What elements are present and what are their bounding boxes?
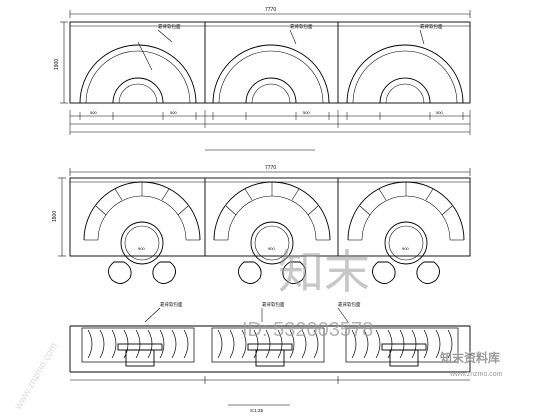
plan-a-width: 7770 <box>265 7 276 13</box>
plan-b-frame <box>69 177 471 257</box>
plan-b: 7770 1900 900 900 <box>52 165 471 284</box>
watermark-id: ID: 532003578 <box>242 319 373 341</box>
plan-a-dim-2: 500 <box>170 110 177 115</box>
watermark-side-text: www.znzmo.com <box>13 341 61 412</box>
elevation-scale: S:1:25 <box>250 408 264 413</box>
plan-a-label-3: 靠背软包面 <box>420 23 443 30</box>
plan-a-label-1: 靠背软包面 <box>158 23 181 30</box>
plan-a-label-2: 靠背软包面 <box>290 23 313 30</box>
plan-a: 7770 1900 靠背软包面 靠背软包面 靠背软包面 <box>54 7 471 135</box>
plan-a-height: 1900 <box>54 59 60 70</box>
elev-label-2: 靠背软包面 <box>262 301 285 308</box>
plan-b-width: 7770 <box>265 165 276 171</box>
plan-a-frame <box>69 21 471 104</box>
plan-b-table-1: 900 <box>138 246 145 251</box>
plan-a-dim-3: 500 <box>303 110 310 115</box>
plan-a-dim-4: 500 <box>436 110 443 115</box>
elevation: 靠背软包面 靠背软包面 靠背软包面 S:1:25 <box>69 301 471 413</box>
plan-a-dim-1: 500 <box>90 110 97 115</box>
plan-b-table-2: 900 <box>268 246 275 251</box>
watermark-brand-big: 知末 <box>278 246 370 298</box>
elev-label-1: 靠背软包面 <box>160 301 183 308</box>
watermark-url: www.znzmo.com <box>449 371 503 378</box>
plan-b-height: 1900 <box>52 211 58 222</box>
plan-b-table-3: 900 <box>402 246 409 251</box>
watermarks: 知末 ID: 532003578 知末资料库 www.znzmo.com www… <box>13 246 503 412</box>
elev-label-3: 靠背软包面 <box>338 301 361 308</box>
watermark-brand-cn: 知末资料库 <box>439 350 500 365</box>
